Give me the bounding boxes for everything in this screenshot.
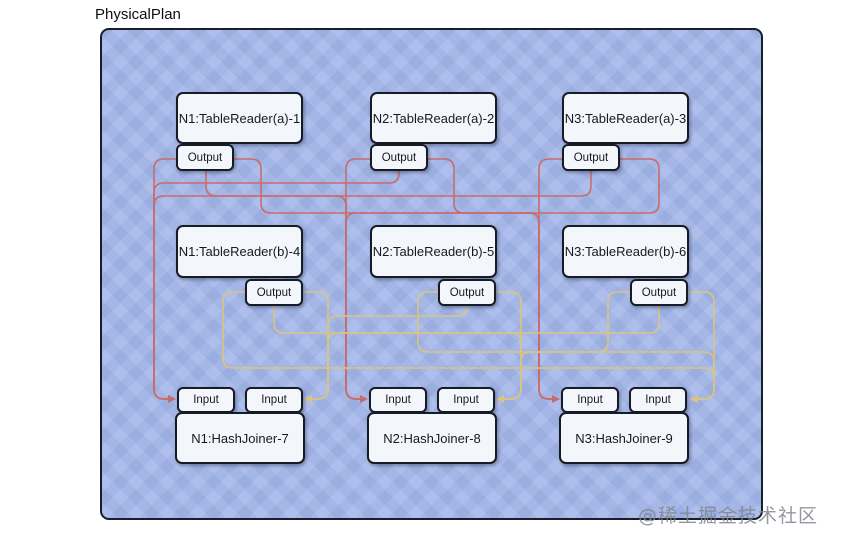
port-input-right-hj8: Input xyxy=(437,387,495,413)
watermark: @稀土掘金技术社区 xyxy=(638,505,819,527)
port-input-left-hj7: Input xyxy=(177,387,235,413)
node-tablereader-b-4: N1:TableReader(b)-4 xyxy=(176,225,303,278)
port-input-right-hj7: Input xyxy=(245,387,303,413)
edge-yellow-1 xyxy=(497,291,522,400)
edge-yellow-6 xyxy=(504,291,630,400)
port-input-left-hj8: Input xyxy=(369,387,427,413)
edge-yellow-2 xyxy=(303,291,329,400)
edge-yellow-4 xyxy=(312,306,660,400)
edge-red-1 xyxy=(345,158,370,400)
node-tablereader-b-6: N3:TableReader(b)-6 xyxy=(562,225,689,278)
port-output-a-1: Output xyxy=(176,144,234,171)
node-hashjoiner-7: N1:HashJoiner-7 xyxy=(175,412,305,464)
node-tablereader-b-5: N2:TableReader(b)-5 xyxy=(370,225,497,278)
node-tablereader-a-1: N1:TableReader(a)-1 xyxy=(176,92,303,144)
arrowhead-yellow-input-2 xyxy=(690,395,698,403)
edge-red-2 xyxy=(538,158,562,400)
diagram-title: PhysicalPlan xyxy=(95,6,181,23)
port-output-b-6: Output xyxy=(630,279,688,306)
port-input-left-hj9: Input xyxy=(561,387,619,413)
edge-red-0 xyxy=(153,158,176,400)
port-output-b-4: Output xyxy=(245,279,303,306)
edge-red-8 xyxy=(345,158,660,400)
arrowhead-yellow-input-1 xyxy=(496,395,504,403)
edge-yellow-0 xyxy=(688,291,715,400)
port-output-a-3: Output xyxy=(562,144,620,171)
node-tablereader-a-3: N3:TableReader(a)-3 xyxy=(562,92,689,144)
edge-yellow-8 xyxy=(417,291,715,400)
arrowhead-red-input-0 xyxy=(168,395,176,403)
port-output-a-2: Output xyxy=(370,144,428,171)
node-tablereader-a-2: N2:TableReader(a)-2 xyxy=(370,92,497,144)
arrowhead-red-input-1 xyxy=(360,395,368,403)
edge-yellow-7 xyxy=(222,291,715,400)
arrowhead-red-input-2 xyxy=(552,395,560,403)
port-output-b-5: Output xyxy=(438,279,496,306)
node-hashjoiner-9: N3:HashJoiner-9 xyxy=(559,412,689,464)
node-hashjoiner-8: N2:HashJoiner-8 xyxy=(367,412,497,464)
arrowhead-yellow-input-0 xyxy=(304,395,312,403)
edge-red-7 xyxy=(153,171,592,400)
port-input-right-hj9: Input xyxy=(629,387,687,413)
